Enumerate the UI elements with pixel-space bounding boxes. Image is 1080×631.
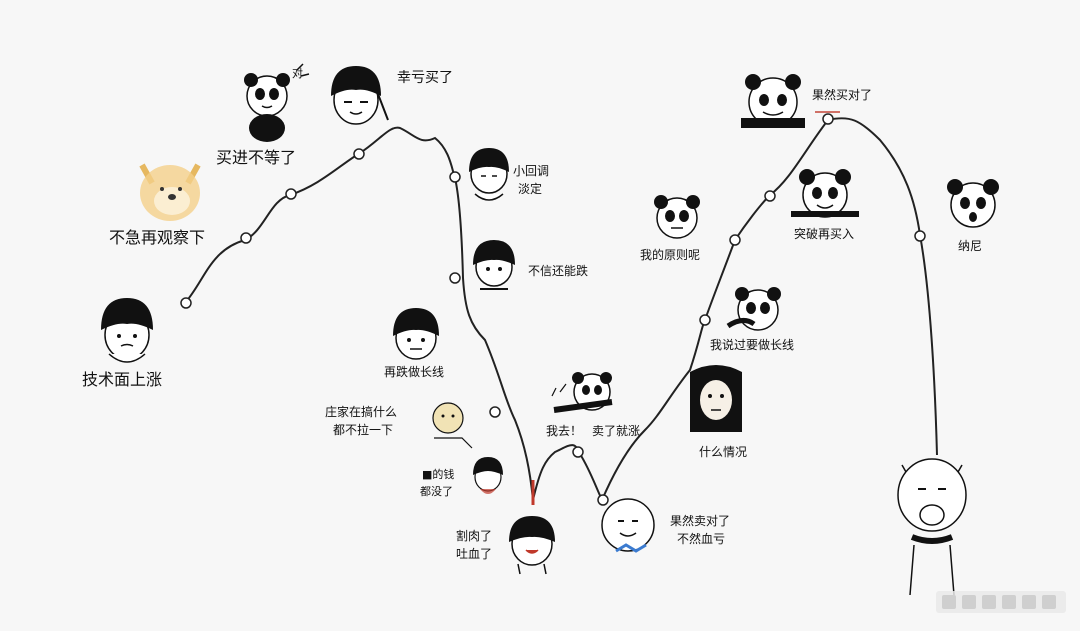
label-nani: 纳尼 xyxy=(958,239,983,253)
cut-loss-face-icon xyxy=(509,516,555,575)
wait-observe-doge-icon xyxy=(139,163,201,221)
node xyxy=(914,230,926,242)
label-sold-2: 卖了就涨 xyxy=(592,424,641,438)
node xyxy=(180,297,192,309)
nani-panda-icon xyxy=(947,179,999,228)
node xyxy=(285,188,297,200)
label-what-happened: 什么情况 xyxy=(699,445,748,459)
label-breakout-buy: 突破再买入 xyxy=(794,227,855,241)
label-buy-cant-wait: 买进不等了 xyxy=(216,148,297,167)
label-cut-2: 吐血了 xyxy=(456,547,493,561)
small-adjust-face-icon xyxy=(469,148,509,201)
label-sold-right-2: 不然血亏 xyxy=(677,532,726,546)
label-money-2: 都没了 xyxy=(420,485,453,498)
label-said-long: 我说过要做长线 xyxy=(710,338,795,352)
node xyxy=(449,272,461,284)
my-principle-panda-icon xyxy=(654,195,700,239)
node xyxy=(729,234,741,246)
label-bought-right: 果然买对了 xyxy=(812,88,873,102)
node xyxy=(240,232,252,244)
node xyxy=(353,148,365,160)
node xyxy=(699,314,711,326)
money-gone-face-icon xyxy=(473,457,503,494)
label-lucky-bought: 幸亏买了 xyxy=(397,70,453,86)
buy-cant-wait-panda-icon xyxy=(244,63,310,142)
sold-then-rise-panda-icon xyxy=(551,372,613,413)
label-drop-more-long: 再跌做长线 xyxy=(384,365,445,379)
label-money-1: ■的钱 xyxy=(422,468,455,481)
watermark-blocks xyxy=(936,591,1066,613)
label-sold-1: 我去！ xyxy=(546,424,583,438)
dont-believe-face-icon xyxy=(473,240,515,290)
lucky-bought-face-icon xyxy=(331,66,389,125)
what-happened-face-icon xyxy=(690,365,742,432)
label-wait-observe: 不急再观察下 xyxy=(109,228,206,247)
breakout-buy-panda-icon xyxy=(791,169,859,218)
label-dealer-1: 庄家在搞什么 xyxy=(325,405,398,419)
label-dui: 对 xyxy=(292,67,303,80)
node xyxy=(597,494,609,506)
bought-right-panda-icon xyxy=(741,74,805,128)
node xyxy=(822,113,834,125)
label-dealer-2: 都不拉一下 xyxy=(333,423,394,437)
node xyxy=(572,446,584,458)
label-cut-1: 割肉了 xyxy=(456,529,493,543)
label-small-adjust: 小回调 xyxy=(513,164,550,178)
node xyxy=(449,171,461,183)
node xyxy=(764,190,776,202)
curve-nodes xyxy=(180,113,926,506)
tech-rise-face-icon xyxy=(101,298,153,363)
drop-more-long-face-icon xyxy=(393,308,439,360)
dealer-face-icon xyxy=(432,402,473,449)
said-long-panda-icon xyxy=(726,287,781,331)
label-dont-believe: 不信还能跌 xyxy=(528,264,589,278)
label-sold-right-1: 果然卖对了 xyxy=(670,514,731,528)
label-calm: 淡定 xyxy=(518,182,543,196)
label-tech-rise: 技术面上涨 xyxy=(82,370,163,389)
label-my-principle: 我的原则呢 xyxy=(640,248,701,262)
hanging-cat-icon xyxy=(897,458,967,596)
price-curve xyxy=(184,117,938,503)
sold-right-face-icon xyxy=(601,498,655,553)
node xyxy=(489,406,501,418)
